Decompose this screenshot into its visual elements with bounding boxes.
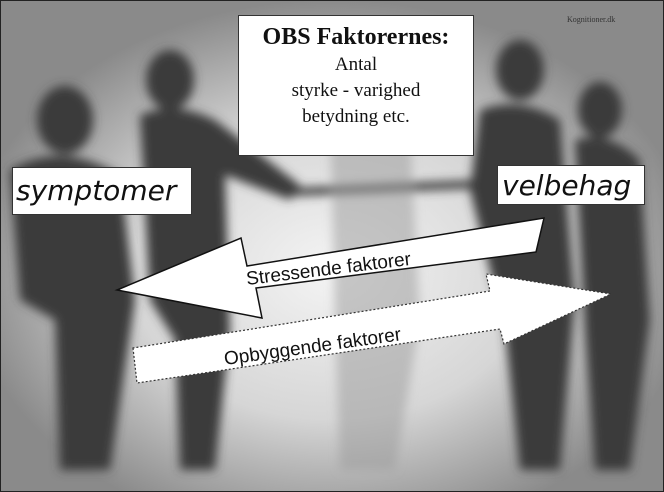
velbehag-label: velbehag xyxy=(497,165,645,205)
obs-line-antal: Antal xyxy=(334,54,378,75)
obs-line-betydning: betydning etc. xyxy=(302,106,410,127)
obs-line-styrke: styrke - varighed xyxy=(291,80,421,101)
build-arrow xyxy=(132,273,614,384)
symptomer-label: symptomer xyxy=(12,167,192,215)
obs-title: OBS Faktorernes: xyxy=(262,24,450,50)
brand-label: Kognitioner.dk xyxy=(567,15,616,24)
obs-factors-box: OBS Faktorernes: Antal styrke - varighed… xyxy=(238,15,474,156)
stress-arrow xyxy=(114,217,545,319)
